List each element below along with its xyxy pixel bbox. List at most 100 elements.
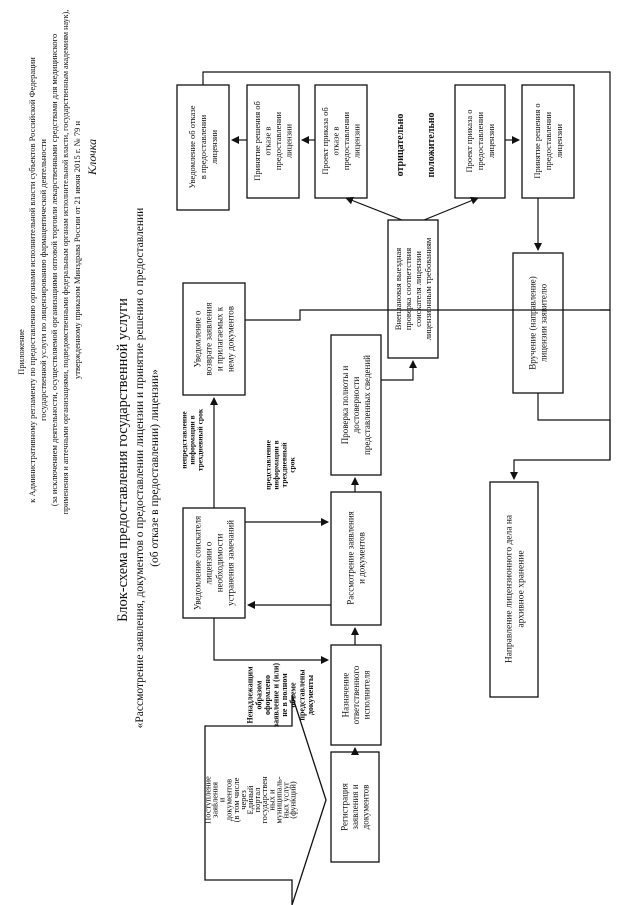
text-line: Рассмотрение заявления xyxy=(346,511,356,605)
text-line: представленных сведений xyxy=(362,355,372,455)
text-line: лицензии xyxy=(284,123,294,158)
header-line: государственной услуги по лицензированию… xyxy=(38,139,48,421)
text-line: ных услуг xyxy=(280,781,290,818)
text-line: возврате заявления xyxy=(204,302,214,375)
text-line: документов xyxy=(224,779,234,821)
text-line: представлены xyxy=(297,669,306,721)
text-line: лицензии xyxy=(486,123,496,158)
header-line: к Административному регламенту по предос… xyxy=(27,57,37,503)
text-line: лицензии xyxy=(209,129,219,164)
text-line: заявления и xyxy=(350,784,360,829)
text-line: документов xyxy=(361,785,371,830)
text-line: отказе в xyxy=(263,127,273,156)
arrow-return-to-archive-path xyxy=(245,309,610,321)
text-line: достоверности xyxy=(351,377,361,434)
arrow-notify-to-assign xyxy=(213,618,329,664)
text-line: нему документов xyxy=(226,306,236,372)
text-line: Проверка полноты и xyxy=(340,366,350,445)
text-line: Единый xyxy=(245,785,255,814)
arrow-inspection-positive xyxy=(423,196,479,221)
text-line: документы xyxy=(306,674,315,715)
text-line: ответственного xyxy=(351,665,361,724)
arrow-check-to-inspection xyxy=(381,360,417,381)
diagram-title: Блок-схема предоставления государственно… xyxy=(115,298,131,622)
text-line: Направление лицензионного дела на xyxy=(504,514,514,663)
text-line: Принятие решения об xyxy=(252,101,262,181)
text-line: заявления xyxy=(209,782,219,818)
text-line: муниципаль- xyxy=(273,776,283,823)
text-line: Уведомление о xyxy=(193,310,203,367)
text-line: трехдневный xyxy=(280,442,289,488)
text-line: информации в xyxy=(272,440,281,489)
text-line: отказе в xyxy=(331,127,341,156)
text-line: Внеплановая выездная xyxy=(393,248,403,331)
text-line: соискателя лицензии xyxy=(413,251,423,327)
arrow-delivery-to-archive xyxy=(510,393,611,480)
text-line: Ненадлежащим xyxy=(246,666,255,724)
text-line: Уведомление об отказе xyxy=(187,105,197,188)
text-line: Проект приказа о xyxy=(464,110,474,173)
arrow-inspection-negative xyxy=(345,196,403,221)
header-block: Приложение к Административному регламент… xyxy=(16,10,82,515)
delivery-box: Вручение (направление)лицензии заявителю xyxy=(512,252,564,394)
text-line: лицензии xyxy=(554,123,564,158)
text-line: оформлено xyxy=(263,675,272,715)
text-line: лицензионным требованиям xyxy=(423,237,433,340)
header-line: Приложение xyxy=(16,329,26,375)
text-line: срок xyxy=(288,457,297,473)
text-line: объеме xyxy=(289,682,298,707)
text-line: Уведомление соискателя xyxy=(193,516,203,610)
text-line: (функций) xyxy=(288,781,298,819)
text-line: Проект приказа об xyxy=(320,107,330,174)
text-line: трехдневный срок xyxy=(196,408,205,471)
header-line: (за исключением деятельности, осуществля… xyxy=(49,34,59,506)
text-line: проверка соответствия xyxy=(403,248,413,330)
text-line: Принятие решения о xyxy=(532,103,542,178)
text-line: Вручение (направление) xyxy=(528,276,538,370)
text-line: архивное хранение xyxy=(516,550,526,627)
text-line: ных и xyxy=(266,789,276,811)
header-line: применения и аптечными организациями, по… xyxy=(61,10,70,515)
text-line: через xyxy=(238,790,248,810)
connectors xyxy=(202,71,611,755)
text-line: портал xyxy=(252,787,262,813)
header-line: утвержденному приказом Минздрава России … xyxy=(72,121,82,379)
text-line: не в полном xyxy=(280,673,289,717)
text-line: лицензии xyxy=(352,123,362,158)
text-line: непредставление xyxy=(180,411,189,469)
text-line: необходимости xyxy=(215,534,225,593)
positive-label: положительно xyxy=(426,112,437,177)
text-line: предоставлении xyxy=(543,111,553,170)
text-line: предоставлении xyxy=(273,111,283,170)
diagram-subtitle: «Рассмотрение заявления, документов о пр… xyxy=(134,208,146,729)
text-line: (в том числе xyxy=(231,777,241,822)
arrow-refusal-to-archive xyxy=(202,71,611,460)
negative-label: отрицательно xyxy=(395,114,406,177)
text-line: предоставлении xyxy=(475,111,485,170)
text-line: лицензии заявителю xyxy=(539,284,549,363)
text-line: Назначение xyxy=(341,673,351,718)
text-line: исполнителя xyxy=(362,671,372,720)
text-line: устранения замечаний xyxy=(226,520,236,606)
text-line: Регистрация xyxy=(340,783,350,831)
text-line: информации в xyxy=(188,415,197,464)
text-line: предоставлении xyxy=(341,111,351,170)
text-line: и xyxy=(217,797,227,802)
